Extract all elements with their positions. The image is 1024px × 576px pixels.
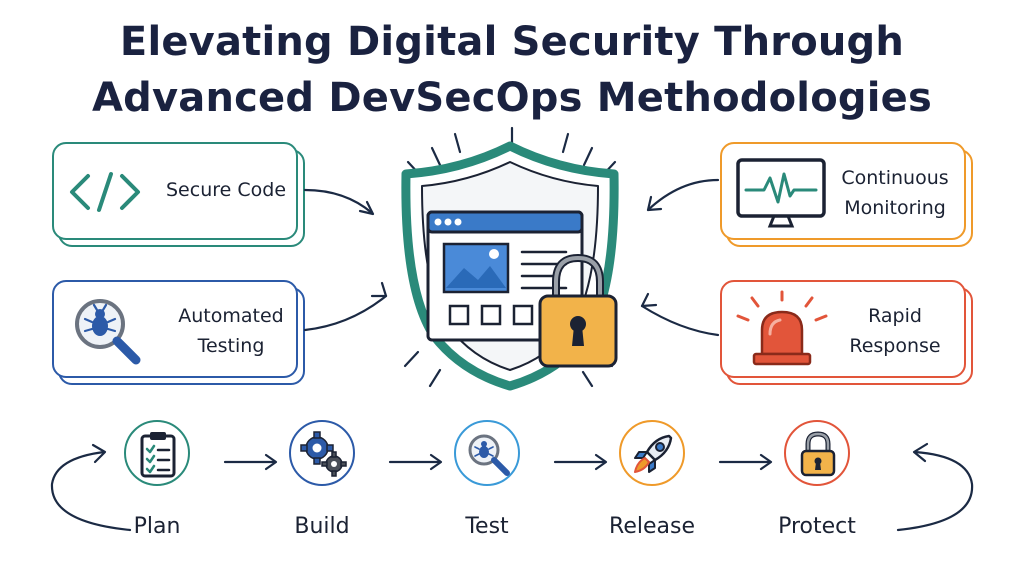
card-rapid-response: Rapid Response [720, 280, 973, 385]
card-label-continuous: Continuous [841, 167, 949, 189]
arrow-head [912, 442, 929, 463]
loop-arrow-left [50, 450, 132, 532]
monitor-pulse-icon [736, 158, 826, 228]
arrow-head [646, 195, 663, 212]
arrow-response-to-shield [640, 304, 720, 337]
code-brackets-icon [70, 172, 140, 212]
bug-magnifier-icon [75, 299, 141, 365]
arrow-head [264, 453, 278, 471]
pipeline-label-test: Test [465, 514, 509, 539]
loop-arrow-right [896, 450, 974, 532]
arrow-testing-to-shield [303, 294, 388, 332]
card-continuous-monitoring: Continuous Monitoring [720, 142, 973, 247]
arrow-head [429, 453, 443, 471]
arrow-head [759, 453, 773, 471]
title-line-2: Advanced DevSecOps Methodologies [92, 75, 932, 121]
pipeline-label-release: Release [609, 514, 695, 539]
clipboard-checklist-icon [140, 432, 176, 478]
bug-magnifier-icon [468, 434, 510, 476]
arrow-head [358, 200, 375, 216]
card-secure-code: Secure Code [52, 142, 305, 247]
card-label-response: Response [849, 335, 941, 357]
arrow-head [91, 443, 107, 464]
pipeline-label-plan: Plan [133, 514, 181, 539]
pipeline-label-build: Build [294, 514, 350, 539]
arrow-head [370, 281, 388, 298]
padlock-icon [538, 253, 618, 368]
padlock-icon [800, 431, 836, 477]
card-label-rapid: Rapid [868, 305, 922, 327]
pipeline-label-protect: Protect [778, 514, 856, 539]
arrow-head [594, 453, 608, 471]
arrow-head [640, 292, 658, 308]
card-automated-testing: Automated Testing [52, 280, 305, 385]
shield-lock-icon [401, 141, 619, 391]
card-label-testing: Testing [197, 335, 265, 357]
arrow-secure-code-to-shield [303, 188, 374, 215]
card-label-secure-code: Secure Code [166, 179, 287, 201]
gears-icon [300, 431, 347, 477]
card-label-monitoring: Monitoring [844, 197, 946, 219]
title-line-1: Elevating Digital Security Through [119, 19, 905, 65]
rocket-icon [634, 434, 673, 473]
card-label-automated: Automated [178, 305, 284, 327]
arrow-monitoring-to-shield [646, 178, 720, 212]
alarm-siren-icon [736, 290, 828, 366]
